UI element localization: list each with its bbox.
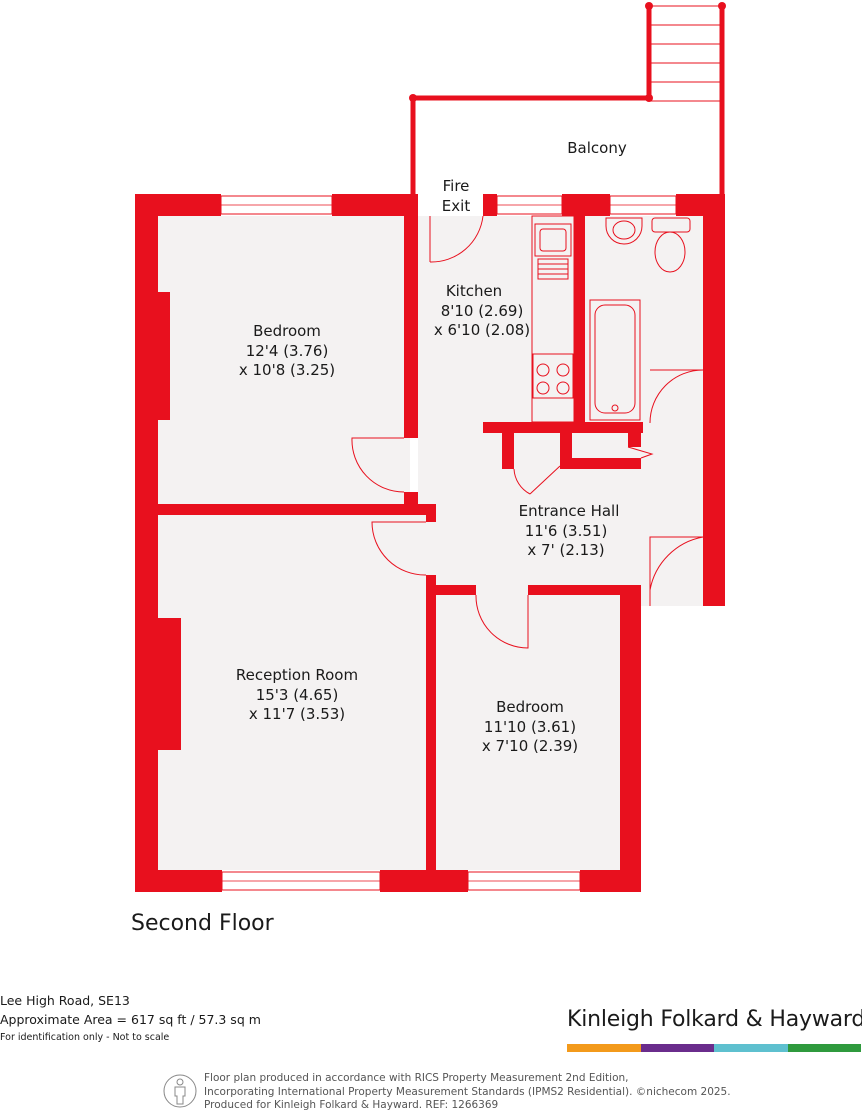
hob-icon <box>532 353 574 399</box>
bedroom1-dim2: x 10'8 (3.25) <box>239 361 335 379</box>
hall-name: Entrance Hall <box>519 502 620 520</box>
floor-title: Second Floor <box>131 911 274 936</box>
brand-bar-purple <box>640 1044 714 1052</box>
person-outline-icon <box>163 1074 197 1108</box>
footer-note: Floor plan produced in accordance with R… <box>204 1072 731 1113</box>
kitchen-fixtures <box>531 215 575 423</box>
footer-line-3: Produced for Kinleigh Folkard & Hayward.… <box>204 1099 499 1111</box>
reception-dim1: 15'3 (4.65) <box>256 686 339 704</box>
fire-exit-door <box>429 215 484 263</box>
bedroom1-name: Bedroom <box>253 322 321 340</box>
reception-dim2: x 11'7 (3.53) <box>249 705 345 723</box>
address-line: Lee High Road, SE13 <box>0 993 130 1008</box>
bedroom2-dim1: 11'10 (3.61) <box>484 718 576 736</box>
hall-dim1: 11'6 (3.51) <box>525 522 608 540</box>
sink-icon <box>534 223 572 257</box>
kitchen-counter <box>531 215 575 423</box>
bedroom1-door <box>351 437 405 493</box>
fire-exit-label-2: Exit <box>442 197 471 215</box>
railing-post <box>409 94 417 102</box>
footer-line-1: Floor plan produced in accordance with R… <box>204 1072 629 1084</box>
bedroom2-door <box>475 594 529 649</box>
bedroom1-dim1: 12'4 (3.76) <box>246 342 329 360</box>
kitchen-name: Kitchen <box>446 282 502 300</box>
reception-floor <box>158 515 426 870</box>
bathroom-fixtures <box>589 217 691 421</box>
bedroom2-dim2: x 7'10 (2.39) <box>482 737 578 755</box>
cupboard-door-2 <box>627 446 654 459</box>
bathroom-floor <box>585 216 703 426</box>
cupboard-door <box>513 465 561 495</box>
hall-dim2: x 7' (2.13) <box>527 541 604 559</box>
basin-icon <box>605 217 643 245</box>
front-door <box>649 536 704 606</box>
bathroom-door <box>649 369 704 424</box>
railing-post <box>645 94 653 102</box>
reception-door <box>371 521 427 576</box>
brand-color-bar <box>567 1044 861 1052</box>
bedroom2-name: Bedroom <box>496 698 564 716</box>
kitchen-dim1: 8'10 (2.69) <box>441 302 524 320</box>
disclaimer-line: For identification only - Not to scale <box>0 1032 170 1043</box>
toilet-icon <box>654 231 686 273</box>
bath-icon <box>589 299 641 421</box>
reception-name: Reception Room <box>236 666 358 684</box>
kitchen-dim2: x 6'10 (2.08) <box>434 321 530 339</box>
footer-line-2: Incorporating International Property Mea… <box>204 1085 731 1098</box>
brand-bar-green <box>787 1044 861 1052</box>
bedroom-1-floor <box>158 216 410 506</box>
doors <box>351 215 704 649</box>
floor-plan: Balcony Fire Exit Kitchen 8'10 (2.69) x … <box>135 2 726 892</box>
windows <box>220 195 677 891</box>
room-labels: Balcony Fire Exit Kitchen 8'10 (2.69) x … <box>236 139 627 755</box>
fire-exit-label: Fire <box>443 177 470 195</box>
balcony-outline <box>410 5 725 196</box>
railing-post <box>645 2 653 10</box>
balcony-label: Balcony <box>567 139 627 157</box>
area-line: Approximate Area = 617 sq ft / 57.3 sq m <box>0 1012 261 1027</box>
brand-name: Kinleigh Folkard & Hayward <box>567 1007 862 1032</box>
brand-bar-teal <box>714 1044 788 1052</box>
railing-post <box>718 2 726 10</box>
walls <box>135 194 725 892</box>
brand-bar-orange <box>567 1044 641 1052</box>
